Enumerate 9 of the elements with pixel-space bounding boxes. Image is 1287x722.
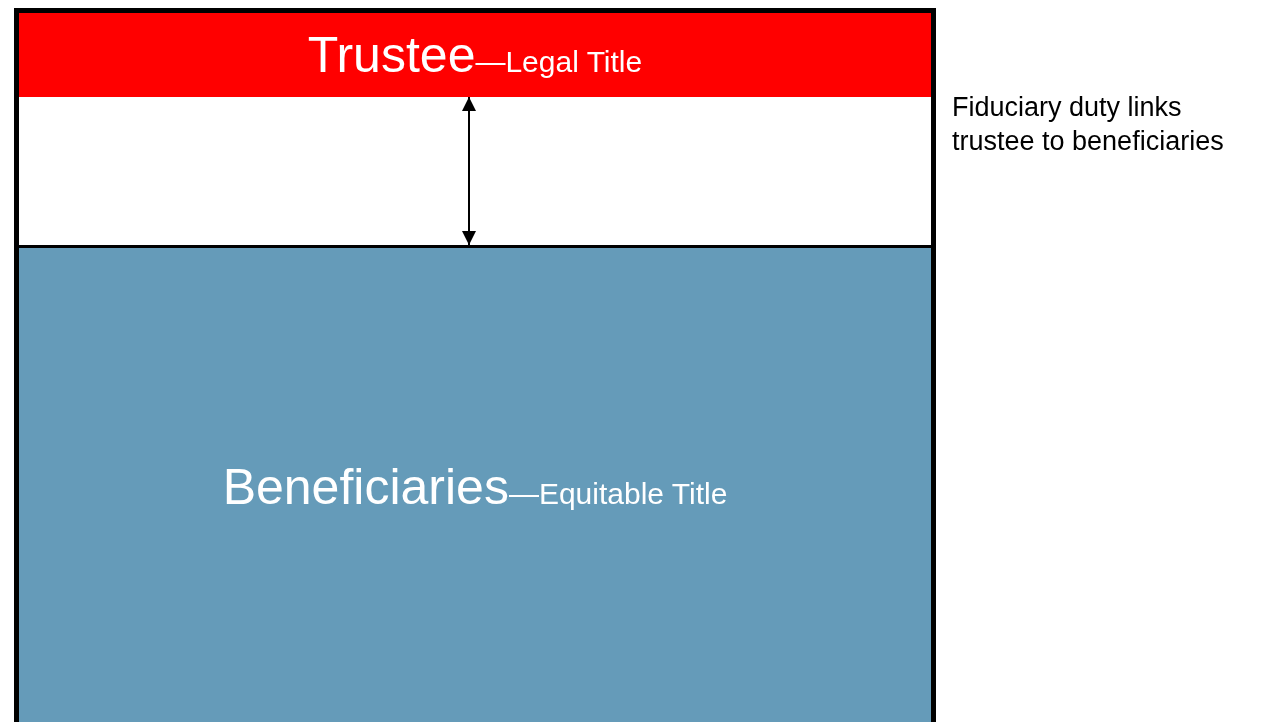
band-heading: Beneficiaries xyxy=(222,458,509,516)
double-arrow xyxy=(462,96,476,246)
content-panel xyxy=(19,245,931,722)
frame-box xyxy=(14,8,936,722)
band-subtitle: —Legal Title xyxy=(475,45,643,79)
side-note: Fiduciary duty links trustee to beneficiaries xyxy=(952,91,1225,158)
band-heading: Trustee xyxy=(307,26,476,84)
band-subtitle: —Equitable Title xyxy=(508,477,728,511)
title-band xyxy=(19,13,931,97)
